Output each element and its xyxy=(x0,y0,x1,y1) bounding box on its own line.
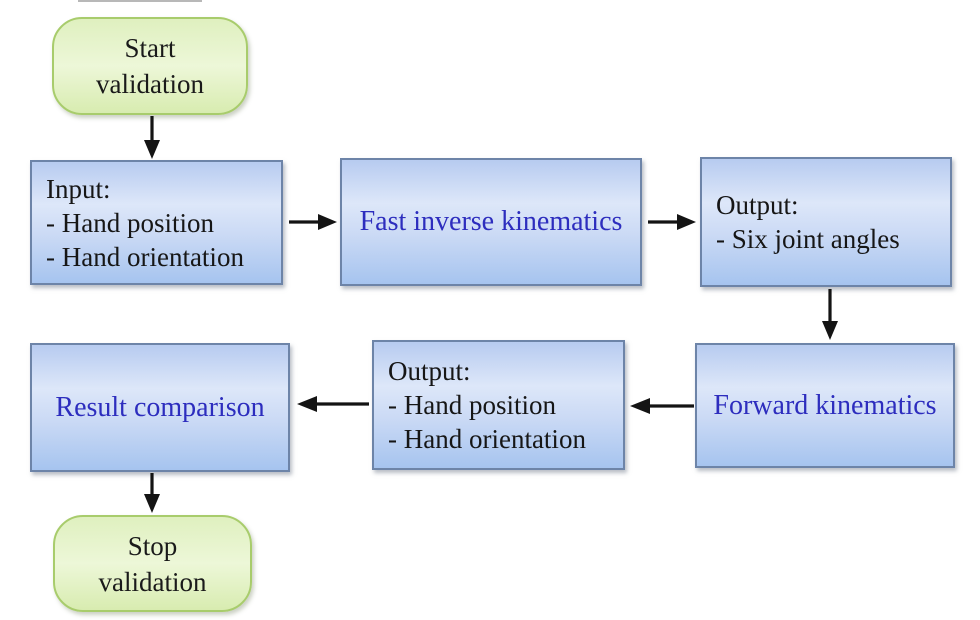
arrow-output-hand-to-result-comparison xyxy=(297,396,369,412)
arrow-result-comparison-to-stop xyxy=(144,473,160,513)
input-item-hand-position: - Hand position xyxy=(46,207,214,238)
node-stop-validation: Stop validation xyxy=(53,515,252,612)
node-result-comparison: Result comparison xyxy=(30,343,290,472)
result-comparison-label: Result comparison xyxy=(55,391,265,423)
stop-validation-label: Stop validation xyxy=(98,530,207,597)
output-hand-item-position: - Hand position xyxy=(388,390,556,420)
node-fast-inverse-kinematics: Fast inverse kinematics xyxy=(340,158,642,286)
node-input: Input: - Hand position - Hand orientatio… xyxy=(30,160,283,285)
top-edge-artifact-line xyxy=(78,0,202,2)
start-validation-label: Start validation xyxy=(96,33,204,99)
input-title: Input: xyxy=(46,173,111,204)
forward-kinematics-label: Forward kinematics xyxy=(713,389,937,421)
arrow-output-joint-angles-to-forward-kinematics xyxy=(822,289,838,340)
output-joint-angles-title: Output: xyxy=(716,190,799,220)
arrow-start-to-input xyxy=(144,116,160,159)
arrow-forward-kinematics-to-output-hand xyxy=(630,398,694,414)
node-forward-kinematics: Forward kinematics xyxy=(695,343,955,468)
output-joint-angles-label: Output: - Six joint angles xyxy=(702,188,950,256)
output-item-six-joint-angles: - Six joint angles xyxy=(716,224,900,254)
node-start-validation: Start validation xyxy=(52,17,248,115)
output-hand-label: Output: - Hand position - Hand orientati… xyxy=(374,354,623,456)
node-output-joint-angles: Output: - Six joint angles xyxy=(700,157,952,287)
arrow-input-to-fast-inverse-kinematics xyxy=(289,214,337,230)
input-item-hand-orientation: - Hand orientation xyxy=(46,241,244,272)
fast-inverse-kinematics-label: Fast inverse kinematics xyxy=(359,206,623,237)
input-label: Input: - Hand position - Hand orientatio… xyxy=(32,172,281,274)
arrow-fast-inverse-kinematics-to-output-joint-angles xyxy=(648,214,696,230)
node-output-hand: Output: - Hand position - Hand orientati… xyxy=(372,340,625,470)
output-hand-title: Output: xyxy=(388,356,471,386)
output-hand-item-orientation: - Hand orientation xyxy=(388,424,586,454)
